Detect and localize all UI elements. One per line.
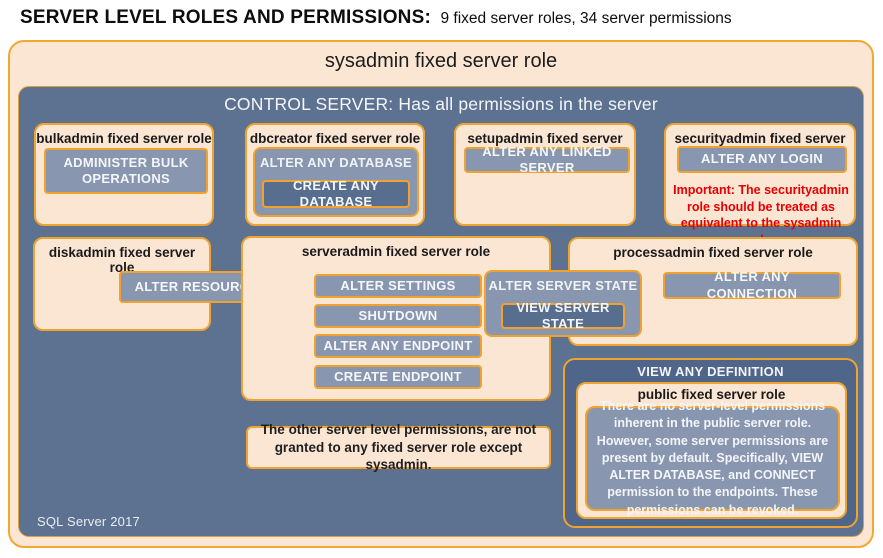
bulkadmin-role-title: bulkadmin fixed server role <box>36 131 212 146</box>
control-server-box: CONTROL SERVER: Has all permissions in t… <box>18 86 864 537</box>
page-title: SERVER LEVEL ROLES AND PERMISSIONS: 9 fi… <box>20 7 732 29</box>
perm-alter-any-login: ALTER ANY LOGIN <box>677 146 847 173</box>
perm-alter-any-database-panel: ALTER ANY DATABASE CREATE ANY DATABASE <box>253 147 419 217</box>
perm-view-server-state: VIEW SERVER STATE <box>501 300 625 331</box>
perm-alter-settings: ALTER SETTINGS <box>314 274 482 298</box>
page-title-subtext: 9 fixed server roles, 34 server permissi… <box>440 10 732 27</box>
perm-alter-any-connection: ALTER ANY CONNECTION <box>663 269 841 301</box>
securityadmin-role-box: securityadmin fixed server role ALTER AN… <box>664 123 856 247</box>
public-role-description: There are no server-level permissions in… <box>585 399 840 517</box>
perm-administer-bulk-operations: ADMINISTER BULK OPERATIONS <box>44 148 208 194</box>
diskadmin-role-title: diskadmin fixed server role <box>48 245 196 275</box>
serveradmin-role-title: serveradmin fixed server role <box>301 244 491 259</box>
perm-shutdown: SHUTDOWN <box>314 304 482 328</box>
perm-alter-any-linked-server: ALTER ANY LINKED SERVER <box>464 144 630 175</box>
perm-alter-any-database: ALTER ANY DATABASE <box>259 155 412 170</box>
perm-alter-any-endpoint: ALTER ANY ENDPOINT <box>314 334 482 358</box>
view-any-definition-box: VIEW ANY DEFINITION public fixed server … <box>563 358 858 528</box>
perm-view-any-definition: VIEW ANY DEFINITION <box>637 364 784 379</box>
page-title-main: SERVER LEVEL ROLES AND PERMISSIONS: <box>20 7 432 28</box>
serveradmin-role-box: serveradmin fixed server role ALTER SETT… <box>241 236 551 401</box>
dbcreator-role-title: dbcreator fixed server role <box>249 131 421 146</box>
perm-create-endpoint: CREATE ENDPOINT <box>314 365 482 389</box>
setupadmin-role-box: setupadmin fixed server role ALTER ANY L… <box>454 123 636 226</box>
sql-server-version-label: SQL Server 2017 <box>37 514 140 529</box>
other-permissions-note: The other server level permissions, are … <box>246 422 551 472</box>
dbcreator-role-box: dbcreator fixed server role ALTER ANY DA… <box>245 123 425 226</box>
perm-create-any-database: CREATE ANY DATABASE <box>262 178 410 209</box>
public-role-title: public fixed server role <box>637 387 786 402</box>
control-server-title: CONTROL SERVER: Has all permissions in t… <box>224 94 658 114</box>
processadmin-role-title: processadmin fixed server role <box>613 245 813 260</box>
perm-alter-server-state-panel: ALTER SERVER STATE VIEW SERVER STATE <box>484 270 642 337</box>
sysadmin-role-title: sysadmin fixed server role <box>324 50 558 72</box>
bulkadmin-role-box: bulkadmin fixed server role ADMINISTER B… <box>34 123 214 226</box>
perm-alter-server-state: ALTER SERVER STATE <box>488 278 638 293</box>
public-role-box: public fixed server role There are no se… <box>576 382 847 519</box>
